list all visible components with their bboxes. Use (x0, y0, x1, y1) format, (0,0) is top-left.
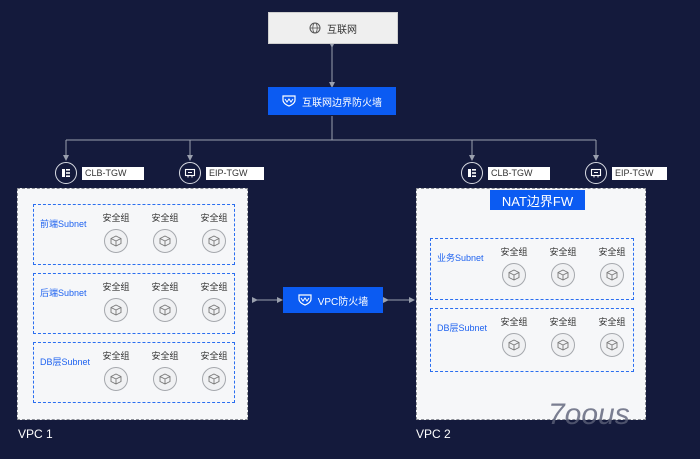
eip-icon (179, 162, 201, 184)
firewall-icon (282, 95, 296, 107)
edge-firewall-label: 互联网边界防火墙 (302, 97, 382, 109)
subnet-box: DB层Subnet 安全组 安全组 安全组 (33, 342, 235, 403)
security-group: 安全组 (545, 315, 581, 357)
security-group: 安全组 (98, 349, 134, 391)
clb-icon (55, 162, 77, 184)
internet-label: 互联网 (327, 24, 357, 36)
clb-icon (461, 162, 483, 184)
security-group-icon (202, 298, 226, 322)
security-group-icon (104, 229, 128, 253)
security-group: 安全组 (98, 280, 134, 322)
vpc2-label: VPC 2 (416, 427, 451, 441)
firewall-icon (298, 294, 312, 306)
security-group: 安全组 (196, 211, 232, 253)
subnet-name: 前端Subnet (40, 219, 87, 229)
security-group-icon (104, 367, 128, 391)
security-group-icon (502, 263, 526, 287)
security-group: 安全组 (496, 315, 532, 357)
nat-firewall-node: NAT边界FW (490, 190, 585, 210)
edge-firewall-node: 互联网边界防火墙 (268, 87, 396, 115)
gateway-label: CLB-TGW (82, 167, 144, 180)
subnet-name: DB层Subnet (437, 323, 488, 333)
security-group-icon (502, 333, 526, 357)
security-group-icon (202, 229, 226, 253)
subnet-name: 后端Subnet (40, 288, 87, 298)
vpc2-container (416, 188, 646, 420)
vpc-firewall-label: VPC防火墙 (317, 296, 369, 308)
subnet-name: 业务Subnet (437, 253, 484, 263)
internet-node: 互联网 (268, 12, 398, 44)
security-group-icon (153, 367, 177, 391)
security-group: 安全组 (594, 245, 630, 287)
subnet-box: DB层Subnet 安全组 安全组 安全组 (430, 308, 634, 372)
security-group-icon (600, 333, 624, 357)
security-group-icon (153, 298, 177, 322)
security-group-icon (104, 298, 128, 322)
vpc1-label: VPC 1 (18, 427, 53, 441)
gateway-label: EIP-TGW (206, 167, 264, 180)
subnet-name: DB层Subnet (40, 357, 91, 367)
security-group: 安全组 (147, 280, 183, 322)
security-group: 安全组 (496, 245, 532, 287)
security-group-icon (600, 263, 624, 287)
security-group-icon (153, 229, 177, 253)
security-group: 安全组 (196, 280, 232, 322)
security-group-icon (551, 263, 575, 287)
gateway-label: EIP-TGW (612, 167, 667, 180)
security-group: 安全组 (147, 211, 183, 253)
gateway-label: CLB-TGW (488, 167, 550, 180)
security-group: 安全组 (98, 211, 134, 253)
vpc-firewall-node: VPC防火墙 (283, 287, 383, 313)
watermark-logo: 7oous (548, 398, 630, 431)
security-group: 安全组 (147, 349, 183, 391)
security-group: 安全组 (196, 349, 232, 391)
security-group: 安全组 (594, 315, 630, 357)
subnet-box: 前端Subnet 安全组 安全组 安全组 (33, 204, 235, 265)
security-group-icon (551, 333, 575, 357)
security-group-icon (202, 367, 226, 391)
security-group: 安全组 (545, 245, 581, 287)
subnet-box: 业务Subnet 安全组 安全组 安全组 (430, 238, 634, 300)
eip-icon (585, 162, 607, 184)
subnet-box: 后端Subnet 安全组 安全组 安全组 (33, 273, 235, 334)
globe-icon (309, 22, 321, 34)
